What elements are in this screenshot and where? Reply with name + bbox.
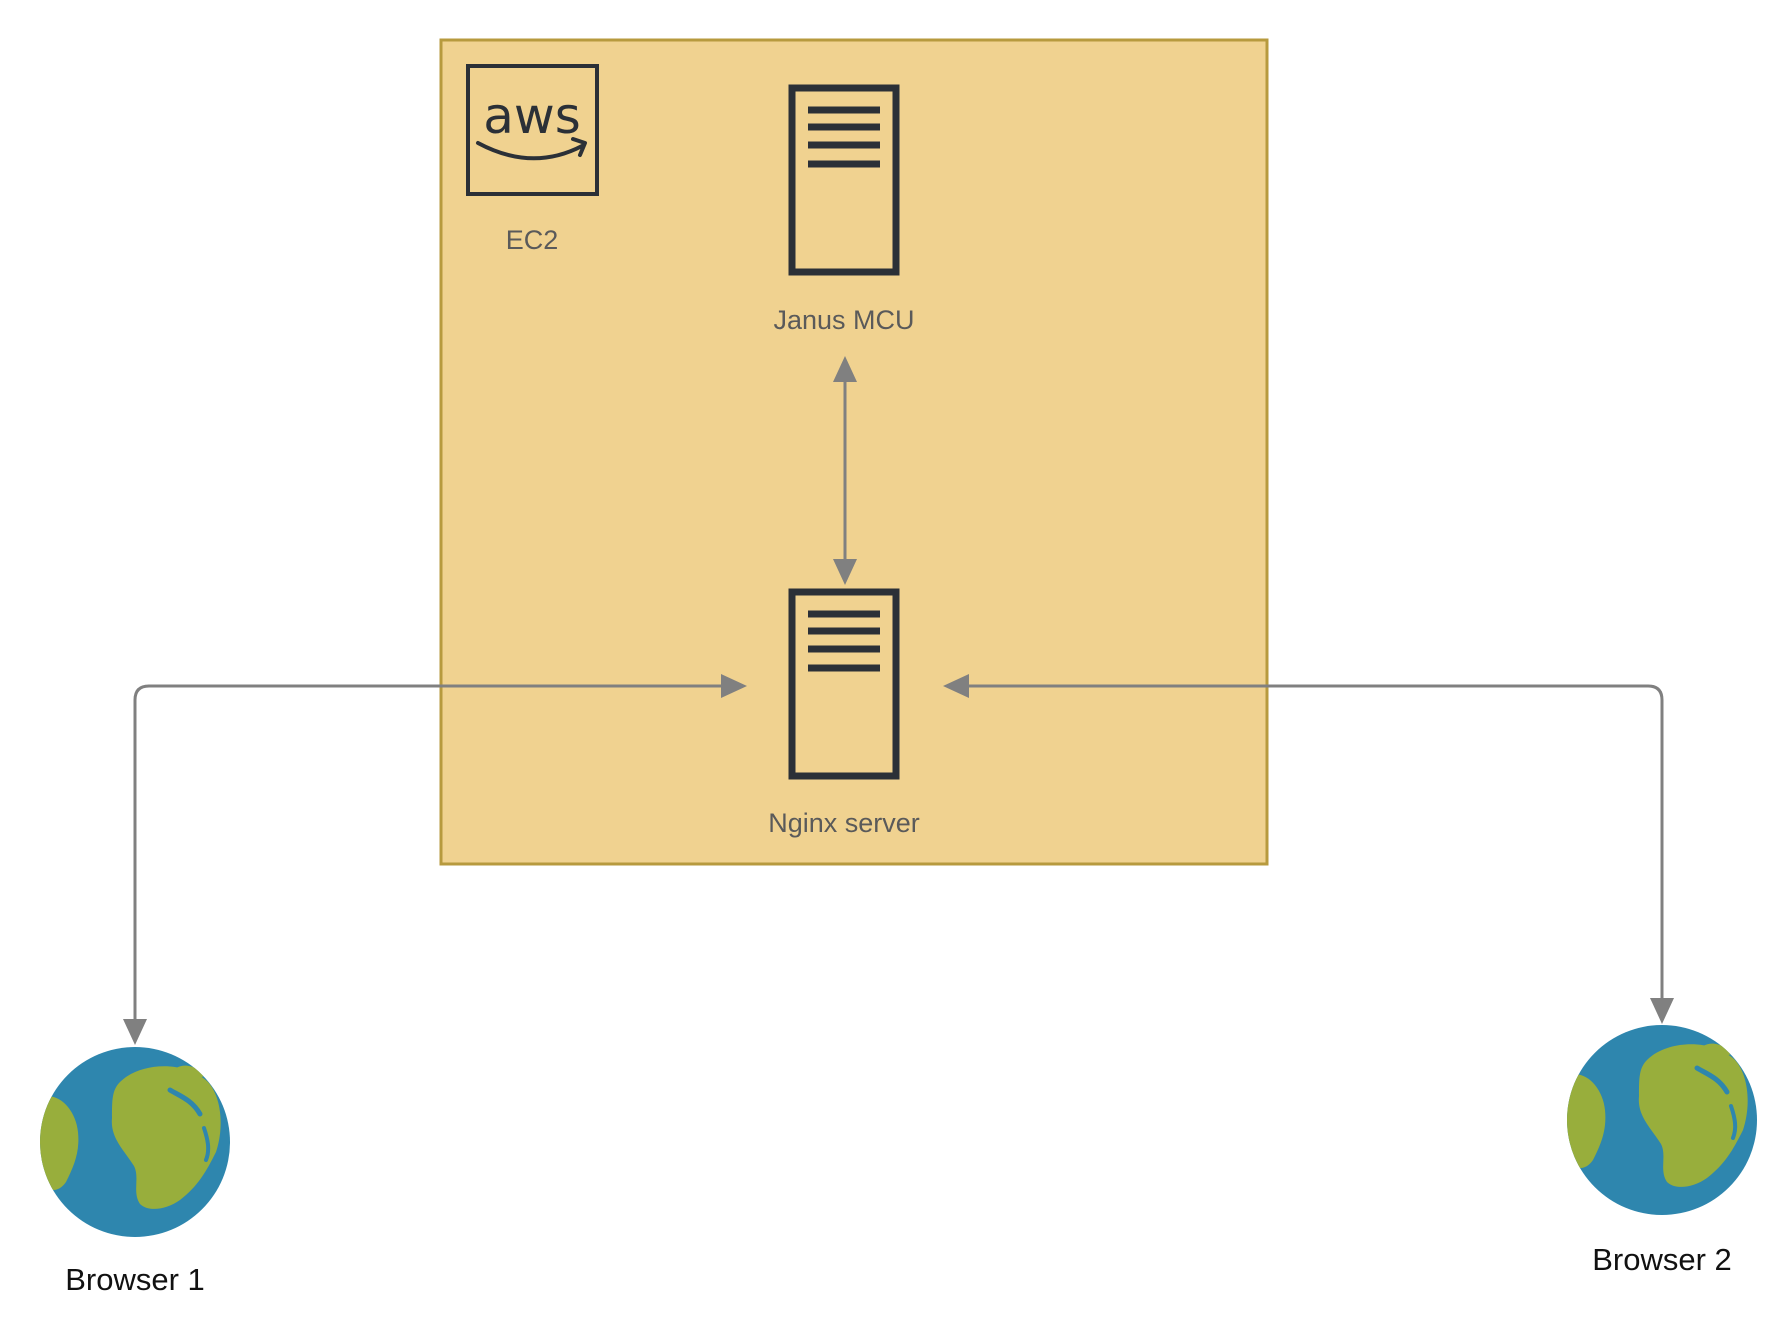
connector-browser2-nginx[interactable] [943,674,1674,1024]
janus-label: Janus MCU [773,305,914,335]
browser2-globe-icon [1567,1025,1757,1215]
connector-browser1-nginx[interactable] [123,674,747,1045]
aws-logo-text: aws [483,87,581,145]
aws-logo-icon: aws [466,64,599,196]
browser1-label: Browser 1 [65,1262,205,1297]
nginx-server-icon [788,588,900,780]
ec2-label: EC2 [506,225,559,255]
browser2-label: Browser 2 [1592,1242,1732,1277]
nginx-label: Nginx server [768,808,920,838]
janus-server-icon [788,84,900,276]
browser1-globe-icon [40,1047,230,1237]
